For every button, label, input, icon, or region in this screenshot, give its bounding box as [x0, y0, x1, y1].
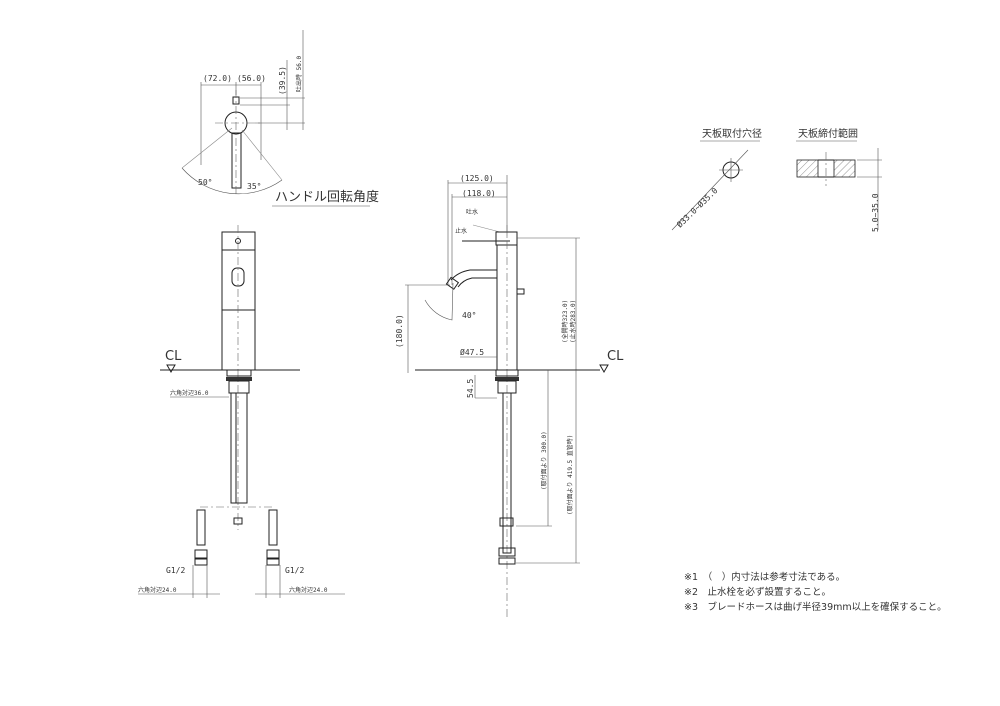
mount-hole-dim: Ø33.0~Ø35.0 [674, 185, 719, 229]
front-view: CL 六角対辺36.0 G1/2 G1/2 六角対辺24.0 六角対辺24.0 [138, 225, 345, 598]
g-thread-right: G1/2 [285, 566, 304, 575]
clamp-range-dim: 5.0~35.0 [871, 193, 880, 232]
dim-56-spout: 吐出時 56.0 [295, 56, 303, 92]
angle-35: 35° [247, 182, 261, 191]
handle-cap [221, 231, 256, 251]
dim-180: (180.0) [395, 314, 404, 348]
notes: ※1 （ ）内寸法は参考寸法である。 ※2 止水栓を必ず設置すること。 ※3 ブ… [684, 570, 947, 615]
handle-lever [231, 132, 242, 189]
dim-54-5: 54.5 [466, 379, 475, 398]
angle-40: 40° [462, 311, 476, 320]
side-handle [495, 231, 518, 246]
note-2: ※2 止水栓を必ず設置すること。 [684, 587, 832, 598]
note-1: ※1 （ ）内寸法は参考寸法である。 [684, 572, 846, 583]
dim-hose-300: (取付面より 300.0) [540, 431, 548, 490]
angle-50: 50° [198, 178, 212, 187]
dim-56: (56.0) [237, 74, 266, 83]
cl-label-right: CL [607, 349, 624, 364]
side-hose [502, 392, 512, 554]
cl-label-left: CL [165, 349, 182, 364]
dim-72: (72.0) [203, 74, 232, 83]
hex-24-left: 六角対辺24.0 [138, 586, 177, 594]
clamp-range-detail: 天板締付範囲 5.0~35.0 [796, 127, 882, 232]
side-view: (125.0) (118.0) 吐水 止水 40° (180.0) (全開時32… [395, 174, 624, 620]
dim-39-5: (39.5) [278, 66, 287, 95]
dim-diameter-47-5: Ø47.5 [460, 347, 484, 357]
hex-36-label: 六角対辺36.0 [170, 389, 209, 397]
stop-label: 止水 [455, 227, 467, 235]
mount-hole-detail: 天板取付穴径 Ø33.0~Ø35.0 [671, 127, 762, 231]
hex-24-right: 六角対辺24.0 [289, 586, 328, 594]
dim-283: (止水時283.0) [569, 300, 577, 343]
g-thread-left: G1/2 [166, 566, 185, 575]
handle-rotation-caption: ハンドル回転角度 [275, 189, 379, 205]
dim-118: (118.0) [462, 189, 496, 198]
dim-125: (125.0) [460, 174, 494, 183]
mount-hole-title: 天板取付穴径 [702, 127, 762, 140]
dim-323: (全開時323.0) [561, 300, 569, 343]
supply-hoses [230, 392, 248, 504]
note-3: ※3 ブレードホースは曲げ半径39mm以上を確保すること。 [684, 602, 947, 613]
clamp-range-title: 天板締付範囲 [798, 127, 858, 140]
top-view: (72.0) (56.0) (39.5) 吐出時 56.0 50° 35° ハン… [181, 30, 379, 207]
dim-hose-419-5: (取付面より 419.5 直管時) [566, 435, 574, 515]
spout-label: 吐水 [466, 208, 478, 216]
